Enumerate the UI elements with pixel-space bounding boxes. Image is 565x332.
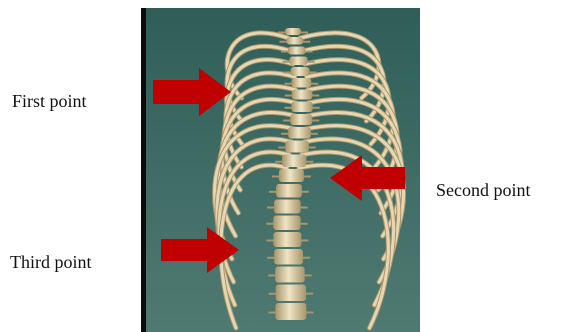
vertebra: [289, 57, 307, 66]
spine-rib-cage-illustration: [141, 8, 420, 332]
vertebra: [285, 141, 309, 153]
vertebra: [273, 216, 300, 231]
vertebra: [285, 28, 301, 35]
vertebra: [290, 114, 312, 125]
vertebra: [292, 78, 312, 88]
label-third-point: Third point: [10, 253, 92, 271]
vertebra: [287, 37, 304, 45]
vertebra: [276, 184, 302, 198]
vertebra: [291, 102, 312, 113]
spine-image-panel: [141, 8, 420, 332]
vertebra: [292, 90, 313, 100]
vertebra: [288, 47, 306, 55]
vertebra: [274, 249, 303, 265]
label-second-point: Second point: [436, 181, 531, 199]
vertebra: [275, 303, 306, 320]
vertebra: [291, 67, 310, 76]
image-left-edge: [141, 8, 146, 332]
vertebra: [275, 267, 305, 283]
vertebra: [288, 127, 311, 139]
vertebra: [273, 232, 301, 247]
vertebra: [276, 285, 306, 302]
vertebra: [279, 169, 304, 182]
label-first-point: First point: [12, 92, 87, 110]
vertebra: [274, 200, 301, 214]
vertebra: [282, 155, 306, 168]
